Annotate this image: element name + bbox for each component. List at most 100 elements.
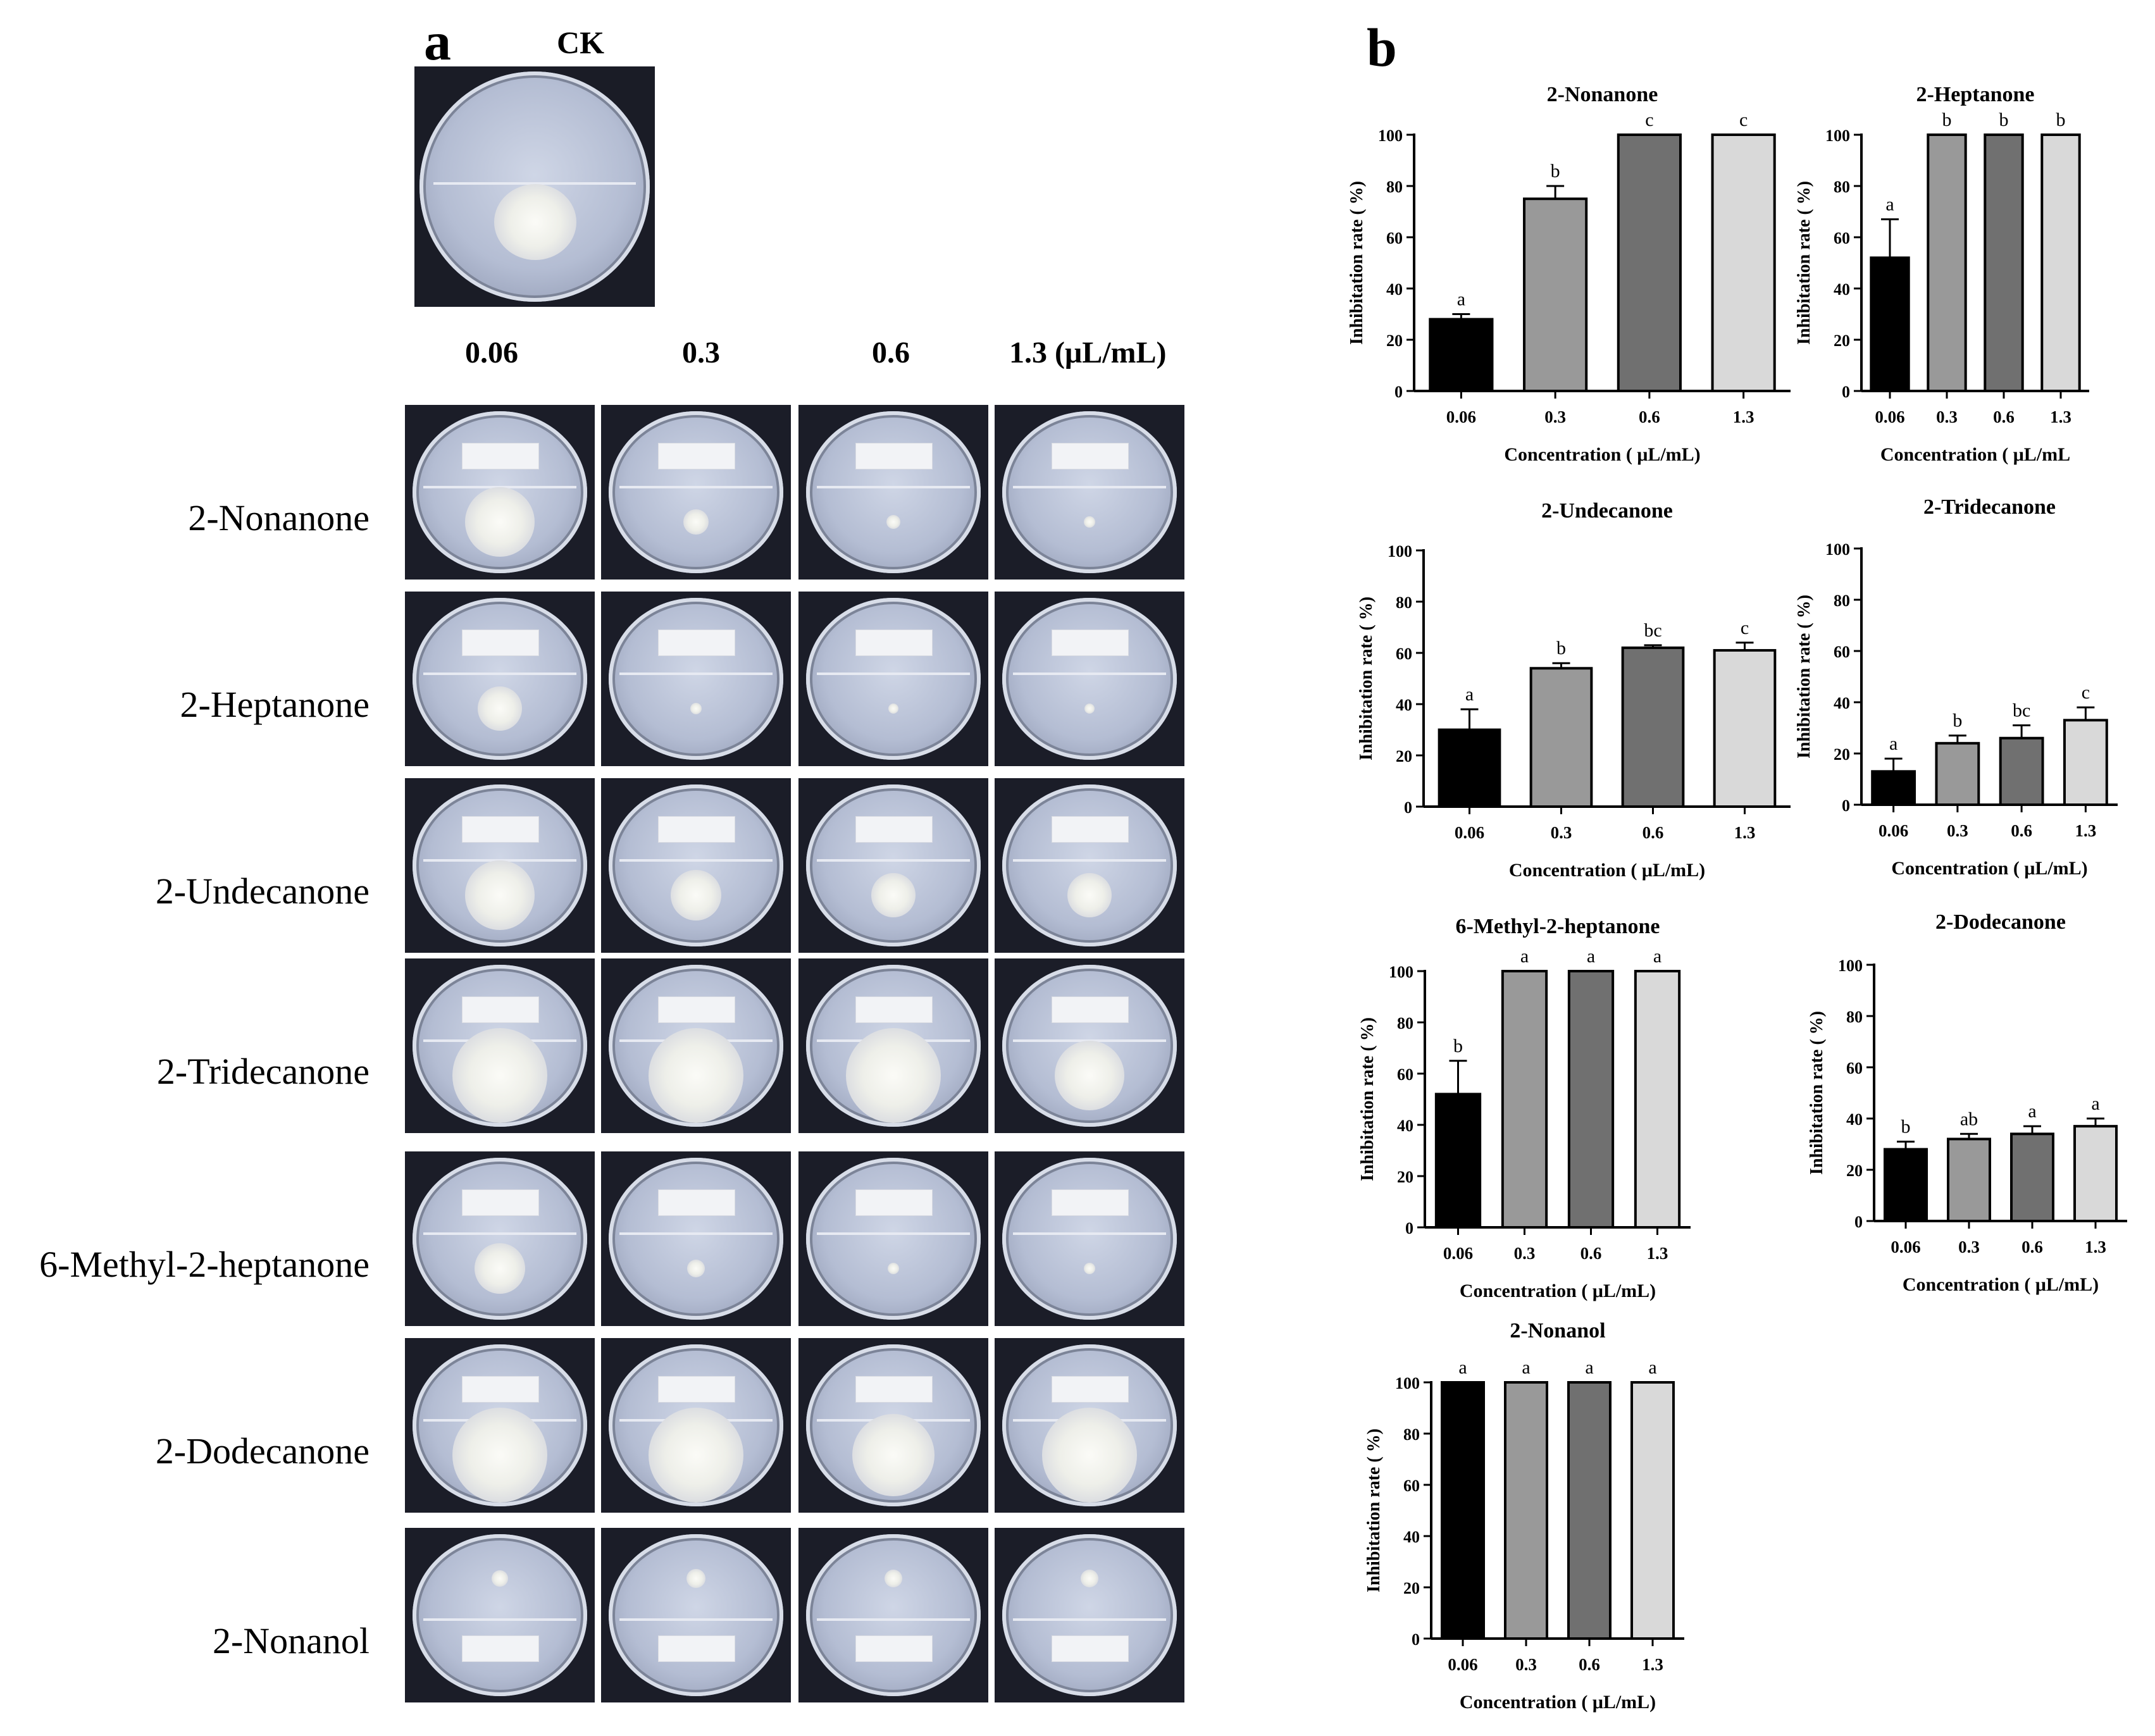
dish-divider [423,1232,577,1235]
bar [1434,1093,1482,1229]
fungal-colony [1042,1408,1137,1503]
filter-paper-strip [855,996,933,1023]
y-tick-label: 60 [1386,229,1403,247]
petri-dish [1002,1344,1177,1506]
y-tick-label: 40 [1846,1110,1863,1129]
y-tick-label: 20 [1834,332,1850,350]
filter-paper-strip [1052,1189,1129,1216]
y-tick-label: 0 [1405,1219,1413,1237]
compound-row-label: 2-Undecanone [155,871,370,912]
significance-letter: c [1741,617,1749,638]
y-tick-label: 0 [1854,1213,1863,1231]
significance-letter: a [1457,289,1465,310]
petri-dish [413,1534,587,1696]
significance-letter: bc [2013,700,2030,721]
bar [1438,728,1501,808]
filter-paper-strip [855,443,933,469]
filter-paper-strip [658,816,735,843]
significance-letter: a [1458,1357,1467,1378]
dish-divider [619,1232,773,1235]
petri-dish [609,411,783,573]
x-axis-label: Concentration ( μL/mL) [1903,1274,2099,1295]
petri-plate-photo [798,778,988,953]
petri-dish [413,1344,587,1506]
x-tick-label: 1.3 [2085,1237,2106,1256]
filter-paper-strip [855,1376,933,1403]
x-tick-label: 0.6 [1643,823,1664,842]
chart-title: 2-Tridecanone [1923,495,2056,519]
x-tick-label: 0.3 [1551,823,1572,842]
y-tick-label: 40 [1386,280,1403,299]
petri-plate-photo [995,1338,1184,1513]
filter-paper-strip [855,1635,933,1662]
fungal-colony [452,1028,547,1123]
compound-row-label: 2-Dodecanone [155,1430,370,1472]
fungal-colony [1084,1263,1095,1274]
y-tick-label: 20 [1396,747,1412,766]
y-tick-label: 100 [1395,1374,1420,1392]
filter-paper-strip [658,1635,735,1662]
petri-dish [806,411,981,573]
fungal-colony [465,487,535,557]
bar [1504,1381,1548,1640]
petri-dish [609,965,783,1127]
ck-dish [419,71,650,302]
chart-title: 6-Methyl-2-heptanone [1456,915,1660,938]
fungal-colony [1067,873,1112,917]
bar [1870,256,1910,392]
significance-letter: a [1653,946,1661,967]
petri-dish [609,1344,783,1506]
fungal-colony [1081,1570,1098,1587]
petri-dish [1002,1534,1177,1696]
concentration-label-2: 0.6 [872,336,910,369]
y-tick-label: 80 [1403,1425,1420,1444]
filter-paper-strip [658,1189,735,1216]
y-tick-label: 0 [1404,798,1412,817]
dish-divider [423,485,577,488]
chart-title: 2-Dodecanone [1935,910,2066,934]
y-tick-label: 60 [1846,1059,1863,1077]
filter-paper-strip [1052,1376,1129,1403]
bar [2040,133,2081,392]
petri-plate-photo [601,1151,791,1326]
dish-divider [423,1618,577,1621]
petri-plate-photo [798,958,988,1133]
dish-divider [816,672,971,675]
x-tick-label: 0.06 [1455,823,1484,842]
fungal-colony [886,515,900,529]
petri-plate-photo [798,1338,988,1513]
dish-divider [1012,485,1167,488]
compound-row-label: 2-Nonanol [212,1620,370,1661]
filter-paper-strip [658,443,735,469]
petri-dish [806,598,981,760]
y-tick-label: 40 [1403,1528,1420,1546]
x-axis-label: Concentration ( μL/mL) [1460,1692,1656,1713]
x-tick-label: 0.6 [1639,407,1660,426]
chart-title: 2-Nonanol [1510,1319,1605,1342]
fungal-colony [686,1569,705,1588]
petri-plate-photo [601,405,791,580]
y-tick-label: 60 [1834,643,1850,661]
petri-plate-photo [798,592,988,766]
filter-paper-strip [855,816,933,843]
panel-b-letter: b [1367,17,1397,78]
fungal-colony [475,1243,525,1294]
dish-divider [619,672,773,675]
y-axis-label: Inhibitation rate ( %) [1807,1011,1827,1175]
y-axis-label: Inhibitation rate ( %) [1364,1429,1384,1592]
x-axis-label: Concentration ( μL/mL) [1504,444,1700,465]
x-tick-label: 1.3 [2075,821,2097,840]
significance-letter: c [1739,109,1748,130]
bar [1567,970,1615,1229]
x-tick-label: 0.3 [1958,1237,1980,1256]
y-tick-label: 0 [1412,1630,1420,1649]
significance-letter: a [1587,946,1595,967]
y-axis-label: Inhibitation rate ( %) [1347,181,1367,345]
dish-divider [619,859,773,862]
petri-dish [806,1158,981,1320]
petri-dish [413,598,587,760]
bar [1567,1381,1612,1640]
bar [1947,1138,1991,1223]
filter-paper-strip [658,996,735,1023]
filter-paper-strip [462,1189,539,1216]
